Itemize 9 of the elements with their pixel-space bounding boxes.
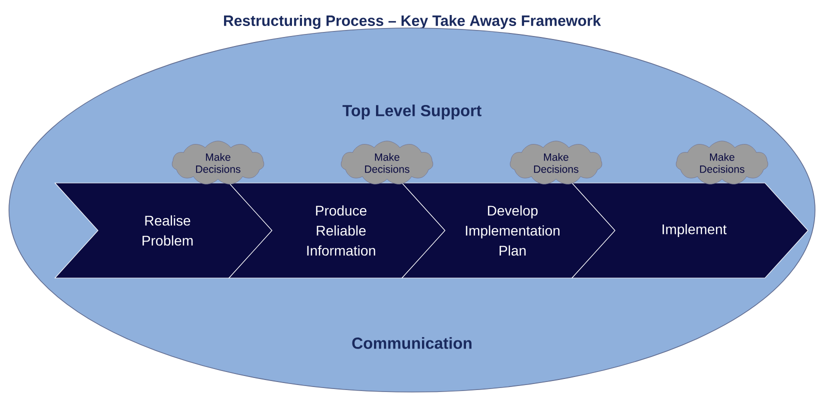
cloud: Make Decisions xyxy=(172,140,264,184)
process-stage: Realise Problem xyxy=(54,182,272,278)
title: Restructuring Process – Key Take Aways Framework xyxy=(224,14,601,30)
cloud: Make Decisions xyxy=(510,140,602,184)
cloud: Make Decisions xyxy=(340,140,434,184)
process-stage: Produce Reliable Information xyxy=(228,182,446,278)
process-stage: Implement xyxy=(571,182,808,278)
cloud: Make Decisions xyxy=(676,140,768,184)
process-stage: Develop Implementation Plan xyxy=(401,182,616,278)
